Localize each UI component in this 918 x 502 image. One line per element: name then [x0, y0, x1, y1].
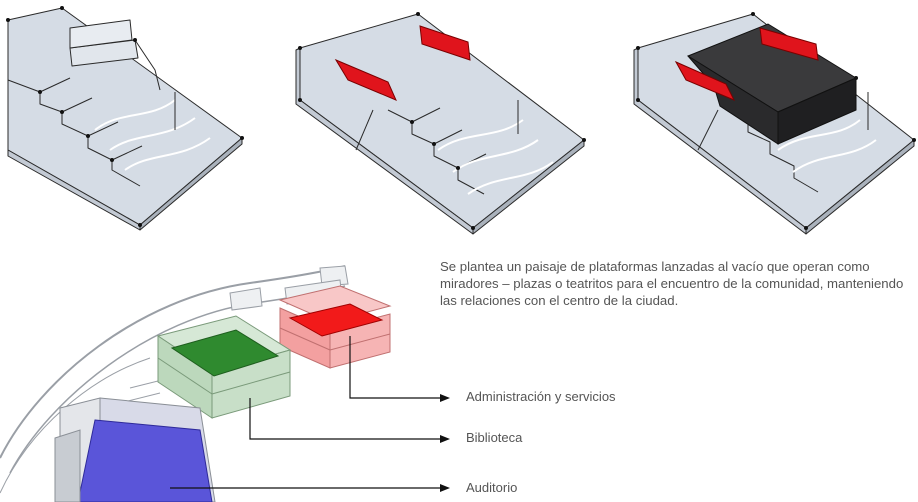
terrace-sketch-3	[633, 12, 916, 235]
leader-arrows	[440, 394, 450, 492]
legend-administracion: Administración y servicios	[466, 389, 616, 404]
admin-volume	[278, 285, 392, 369]
legend-auditorio: Auditorio	[466, 480, 518, 495]
auditorium-volume	[54, 397, 216, 502]
library-volume	[156, 315, 292, 419]
legend-biblioteca: Biblioteca	[466, 430, 523, 445]
terrace-sketch-1	[6, 6, 244, 231]
terrace-sketch-2	[295, 12, 586, 235]
description-text: Se plantea un paisaje de plataformas lan…	[440, 259, 904, 308]
building-axonometric	[0, 265, 440, 502]
